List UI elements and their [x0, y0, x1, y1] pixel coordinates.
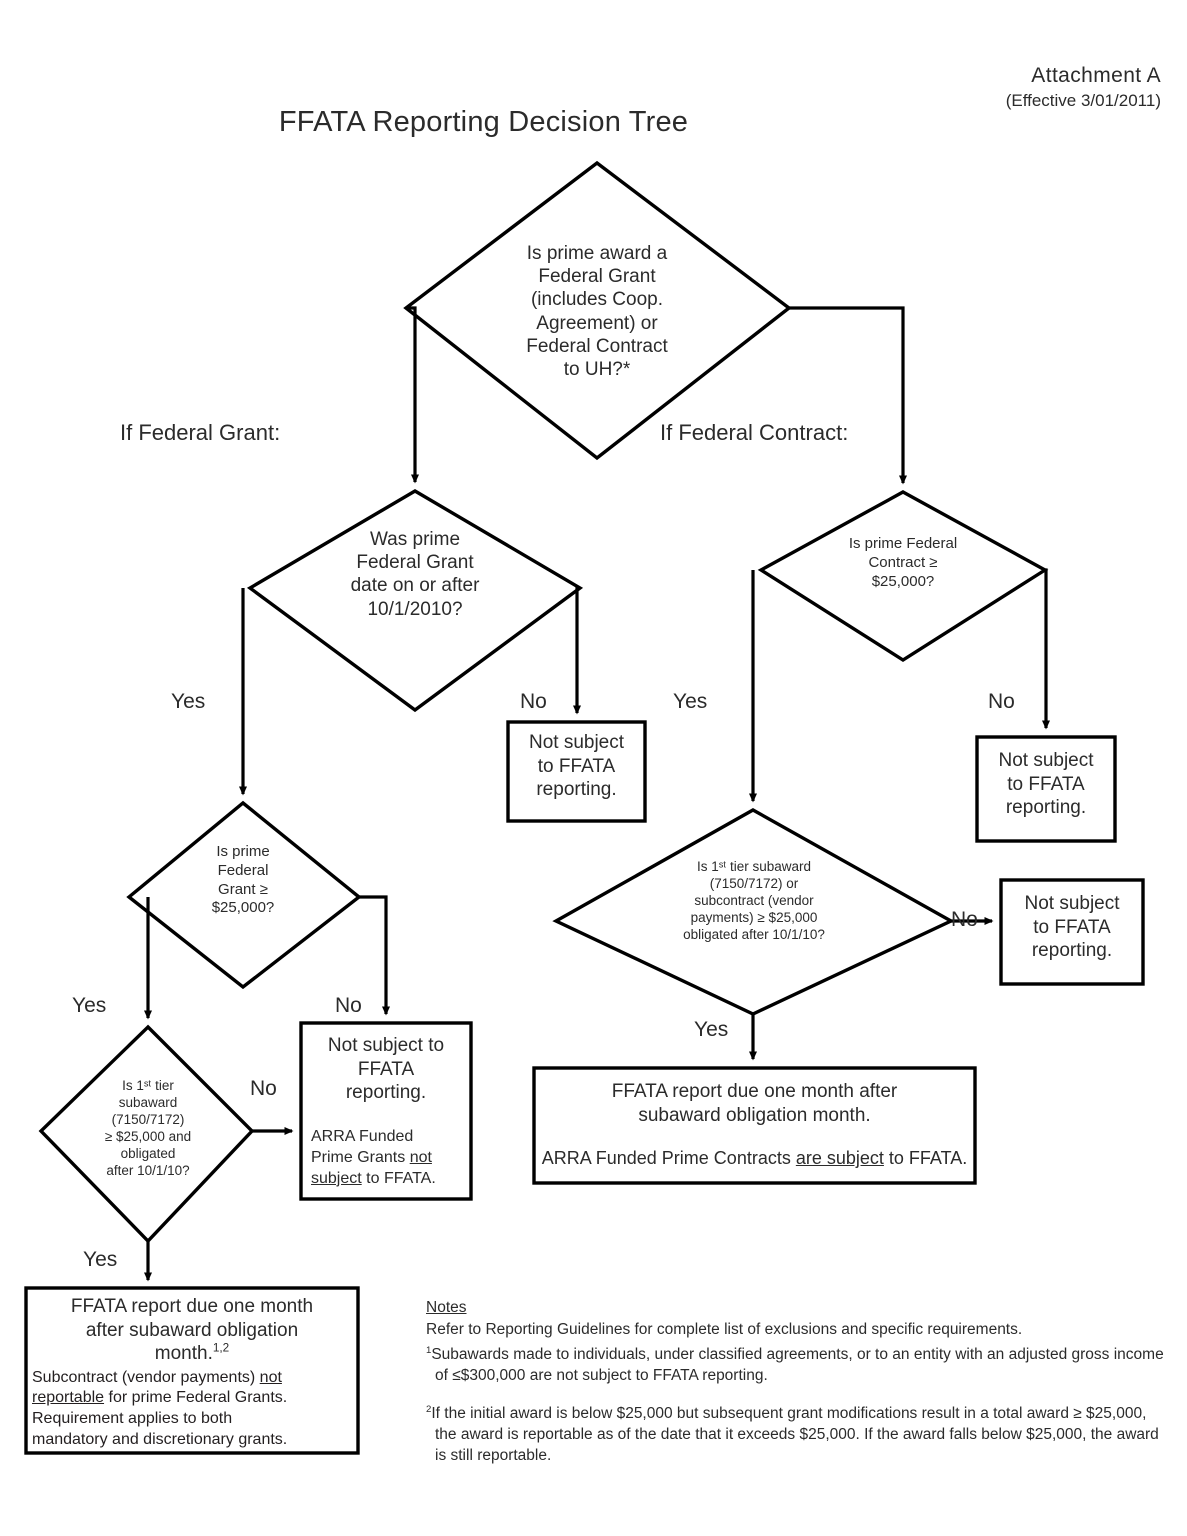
notes-spacer [426, 1386, 1166, 1399]
grant-result-detail: Subcontract (vendor payments) not report… [32, 1368, 352, 1451]
edge-grant-amount-no [359, 895, 390, 1016]
note-1: 1Subawards made to individuals, under cl… [426, 1345, 1166, 1386]
grant-result-line-3: month.1,2 [32, 1342, 352, 1366]
edge-label-contract-subaward-yes: Yes [694, 1018, 729, 1041]
arra-note-line-3: subject to FFATA. [311, 1169, 467, 1190]
note-2-marker: 2 [426, 1404, 432, 1416]
edge-label-grant-amount-yes: Yes [72, 994, 107, 1017]
effective-date-label: (Effective 3/01/2011) [1005, 90, 1161, 110]
grant-result-detail-line-1: Subcontract (vendor payments) not [32, 1368, 352, 1389]
grant-amount-no-box-text: Not subject to FFATA reporting. [327, 1035, 445, 1104]
notes-title: Notes [426, 1299, 467, 1316]
contract-result-detail-tail: to FFATA. [883, 1148, 968, 1169]
branch-heading-contract: If Federal Contract: [660, 420, 849, 445]
edge-contract-amount-no [1042, 568, 1050, 730]
shape-grant-amount-no-box [299, 1021, 473, 1201]
grant-result-line-3-text: month. [154, 1343, 213, 1365]
arra-note-subject: subject [311, 1169, 362, 1187]
edge-label-contract-subaward-no: No [951, 908, 978, 931]
arra-note-line-2-lead: Prime Grants [311, 1148, 410, 1166]
shape-grant-amount-decision [126, 800, 362, 990]
note-1-text: Subawards made to individuals, under cla… [431, 1346, 1164, 1384]
edge-label-grant-subaward-no: No [250, 1077, 277, 1100]
contract-result-detail: ARRA Funded Prime Contracts are subject … [540, 1147, 969, 1170]
contract-result-line-2: subaward obligation month. [638, 1104, 871, 1126]
shape-contract-result-box [532, 1066, 977, 1185]
shape-grant-result-box [24, 1286, 360, 1455]
shape-root-decision [403, 160, 792, 461]
grant-result-detail-line-3: Requirement applies to both [32, 1410, 233, 1428]
edge-label-grant-date-yes: Yes [171, 690, 206, 713]
edge-label-grant-subaward-yes: Yes [83, 1248, 118, 1271]
edge-root-to-contract-amount [789, 306, 907, 485]
contract-subaward-no-box-text: Not subject to FFATA reporting. [1024, 893, 1120, 962]
contract-result-detail-emph: are subject [795, 1148, 884, 1169]
edge-label-contract-amount-yes: Yes [673, 690, 708, 713]
attachment-label: Attachment A [1031, 64, 1161, 87]
edge-label-grant-date-no: No [520, 690, 547, 713]
edge-label-contract-amount-no: No [988, 690, 1015, 713]
shape-grant-date-no-box [506, 720, 647, 823]
grant-result-line-2: after subaward obligation [85, 1319, 299, 1341]
grant-subaward-decision-text: Is 1ˢᵗ tier subaward (7150/7172) ≥ $25,0… [104, 1078, 192, 1178]
page-title: FFATA Reporting Decision Tree [0, 106, 1187, 139]
page-title-text: FFATA Reporting Decision Tree [278, 106, 689, 138]
grant-result-detail-line-2: reportable for prime Federal Grants. [32, 1388, 352, 1409]
grant-result-detail-reportable: reportable [32, 1389, 105, 1407]
root-decision-text: Is prime award a Federal Grant (includes… [526, 243, 668, 380]
grant-date-decision-text: Was prime Federal Grant date on or after… [350, 529, 480, 620]
notes-intro: Refer to Reporting Guidelines for comple… [426, 1320, 1023, 1338]
note-2: 2If the initial award is below $25,000 b… [426, 1404, 1166, 1466]
contract-subaward-decision-text: Is 1ˢᵗ tier subaward (7150/7172) or subc… [683, 859, 825, 942]
grant-amount-no-box-note: ARRA Funded Prime Grants not subject to … [311, 1127, 467, 1189]
note-1-marker: 1 [426, 1345, 432, 1357]
shape-contract-amount-no-box [975, 735, 1117, 843]
contract-result-detail-lead: ARRA Funded Prime Contracts [541, 1148, 796, 1169]
grant-result-box-text: FFATA report due one month after subawar… [32, 1295, 352, 1451]
shape-contract-amount-decision [757, 490, 1049, 663]
attachment-block: Attachment A (Effective 3/01/2011) [1006, 64, 1161, 111]
note-2-text: If the initial award is below $25,000 bu… [431, 1405, 1159, 1464]
contract-amount-no-box-text: Not subject to FFATA reporting. [998, 750, 1094, 819]
grant-date-no-box-text: Not subject to FFATA reporting. [528, 732, 625, 801]
shape-contract-subaward-no-box [999, 878, 1145, 986]
arra-note-line-2: Prime Grants not [311, 1148, 467, 1169]
arra-note-not: not [409, 1148, 432, 1166]
grant-result-detail-1-lead: Subcontract (vendor payments) [32, 1368, 260, 1386]
contract-result-line-1: FFATA report due one month after [611, 1081, 898, 1102]
contract-amount-decision-text: Is prime Federal Contract ≥ $25,000? [848, 535, 958, 590]
grant-result-line-1: FFATA report due one month [70, 1296, 314, 1317]
edge-grant-date-no [573, 586, 581, 715]
grant-amount-decision-text: Is prime Federal Grant ≥ $25,000? [211, 843, 275, 917]
edge-label-grant-amount-no: No [335, 994, 362, 1017]
edge-root-to-grant-date [406, 306, 419, 484]
branch-heading-grant: If Federal Grant: [120, 420, 281, 445]
shape-grant-date-decision [246, 489, 584, 713]
grant-result-detail-not: not [259, 1368, 282, 1386]
notes-section: Notes Refer to Reporting Guidelines for … [426, 1298, 1166, 1466]
grant-result-footnote-marker: 1,2 [212, 1341, 230, 1355]
arra-note-line-3-tail: to FFATA. [361, 1169, 436, 1187]
arra-note-line-1: ARRA Funded [311, 1128, 414, 1145]
grant-result-detail-2-tail: for prime Federal Grants. [104, 1389, 288, 1407]
grant-result-detail-line-4: mandatory and discretionary grants. [32, 1431, 288, 1449]
contract-result-box-text: FFATA report due one month after subawar… [540, 1080, 969, 1170]
